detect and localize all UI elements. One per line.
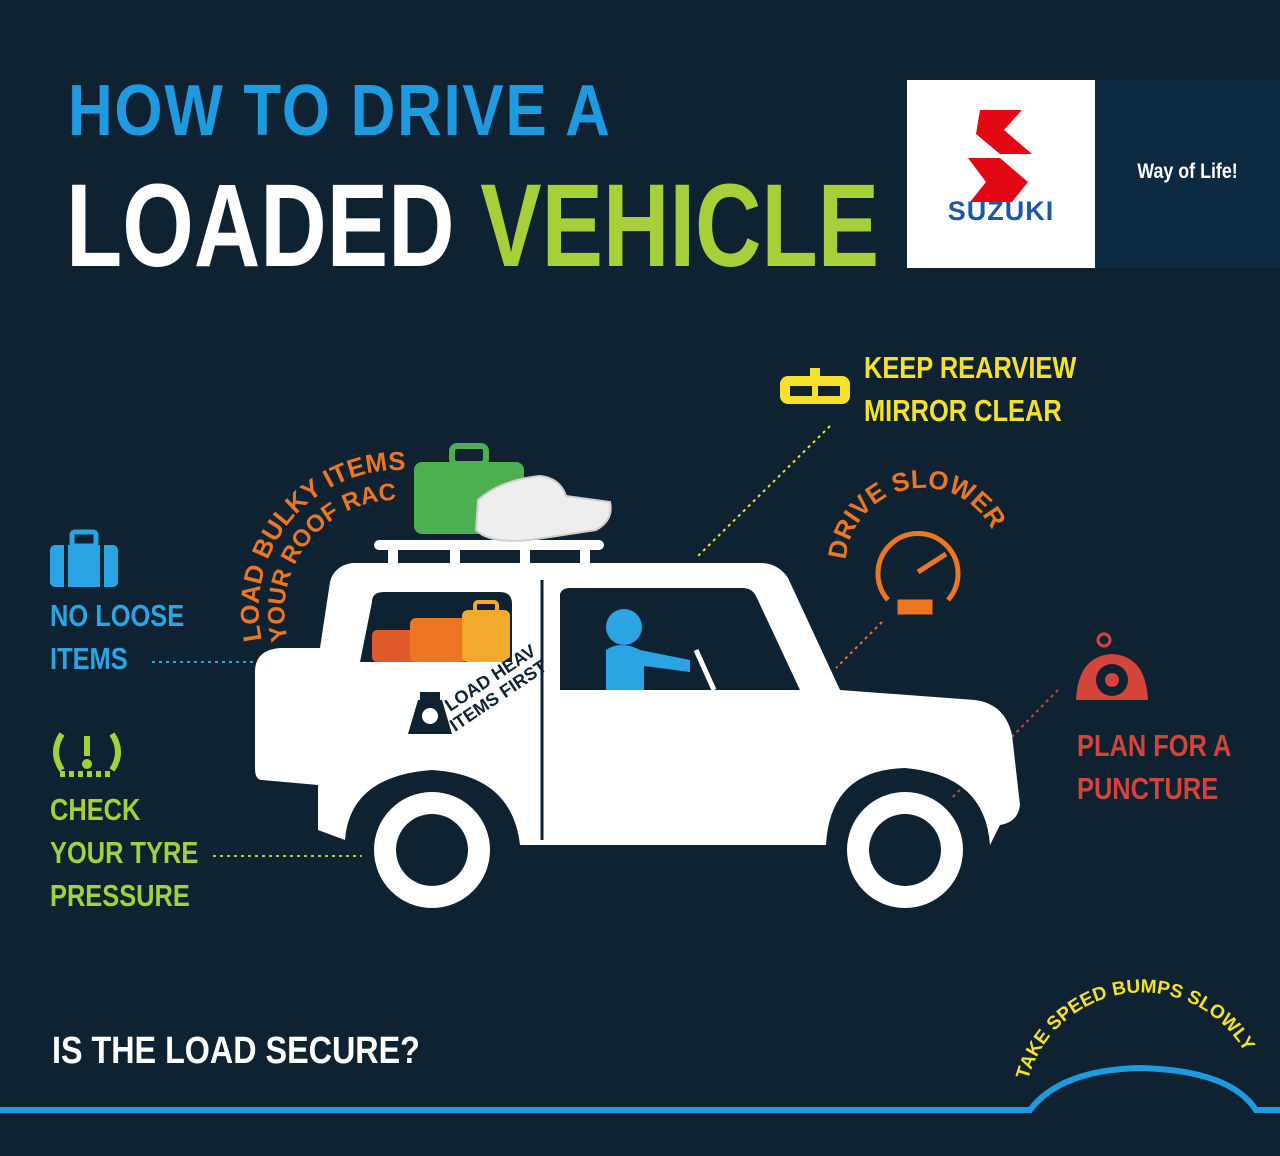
label-line: PRESSURE — [50, 878, 190, 913]
title-line-1: HOW TO DRIVE A — [68, 71, 612, 151]
rearview-mirror-icon — [780, 368, 850, 404]
brand-tagline-box — [1095, 80, 1280, 268]
title-line-2: LOADED VEHICLE — [66, 158, 879, 294]
leader-slower — [835, 621, 883, 669]
speedometer-icon — [875, 531, 961, 615]
roof-luggage — [414, 443, 612, 542]
driver-figure — [606, 609, 717, 692]
label-tyre-pressure: CHECK YOUR TYRE PRESSURE — [50, 788, 198, 917]
label-line: CHECK — [50, 792, 141, 827]
flat-tyre-icon — [1076, 632, 1148, 700]
road-line — [0, 1064, 1280, 1113]
label-line: ITEMS — [50, 641, 128, 676]
label-line: KEEP REARVIEW — [864, 350, 1077, 385]
label-line: PUNCTURE — [1077, 771, 1219, 806]
label-line: NO LOOSE — [50, 598, 185, 633]
label-no-loose-items: NO LOOSE ITEMS — [50, 594, 184, 680]
label-puncture: PLAN FOR A PUNCTURE — [1077, 724, 1231, 810]
suitcase-icon — [50, 529, 118, 587]
drive-slower-text: DRIVE SLOWER — [822, 464, 1013, 561]
weighing-scale-icon — [408, 692, 452, 734]
label-line: YOUR TYRE — [50, 835, 199, 870]
car-body — [255, 540, 1020, 920]
brand-tagline: Way of Life! — [1137, 160, 1238, 183]
tyre-pressure-warning-icon — [53, 732, 121, 777]
title-vehicle: VEHICLE — [480, 160, 880, 292]
label-rearview-mirror: KEEP REARVIEW MIRROR CLEAR — [864, 346, 1076, 432]
label-line: PLAN FOR A — [1077, 728, 1232, 763]
brand-name: SUZUKI — [947, 196, 1055, 226]
label-line: MIRROR CLEAR — [864, 393, 1062, 428]
label-load-secure: IS THE LOAD SECURE? — [52, 1030, 420, 1072]
title-loaded: LOADED — [66, 160, 455, 292]
rear-luggage — [372, 600, 510, 662]
leader-mirror — [697, 425, 831, 557]
